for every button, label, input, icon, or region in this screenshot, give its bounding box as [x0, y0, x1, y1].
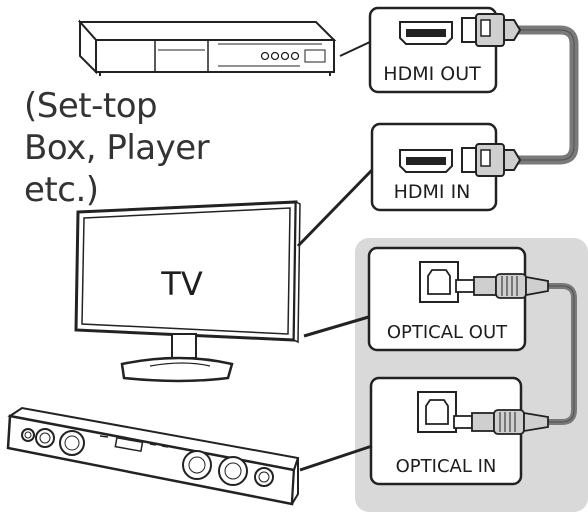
source-label-line-3: etc.): [24, 170, 99, 210]
optical-in-label: OPTICAL IN: [396, 456, 497, 477]
hdmi-cable: [518, 25, 579, 165]
source-label-line-1: (Set-top: [24, 86, 158, 126]
optical-in-box: OPTICAL IN: [369, 376, 523, 486]
hdmi-in-plug: [461, 143, 522, 177]
sound-bar: [6, 406, 300, 506]
optical-in-plug: [453, 409, 549, 435]
set-top-box: [77, 19, 337, 76]
optical-in-port-icon: [417, 391, 457, 433]
callout-optical-in: [299, 444, 373, 472]
callout-hdmi-in: [296, 168, 374, 248]
callout-optical-out: [303, 314, 373, 338]
optical-out-port-icon: [419, 261, 459, 303]
tv: TV: [74, 200, 301, 383]
hdmi-in-label: HDMI IN: [394, 181, 471, 203]
callout-hdmi-out: [339, 40, 371, 64]
optical-out-box: OPTICAL OUT: [367, 246, 527, 352]
hdmi-out-plug: [461, 13, 522, 47]
optical-out-plug: [455, 273, 549, 299]
hdmi-out-label: HDMI OUT: [383, 63, 481, 85]
hdmi-in-box: HDMI IN: [370, 122, 498, 212]
source-label-line-2: Box, Player: [24, 128, 210, 168]
optical-out-label: OPTICAL OUT: [387, 322, 508, 343]
tv-label: TV: [160, 265, 203, 303]
